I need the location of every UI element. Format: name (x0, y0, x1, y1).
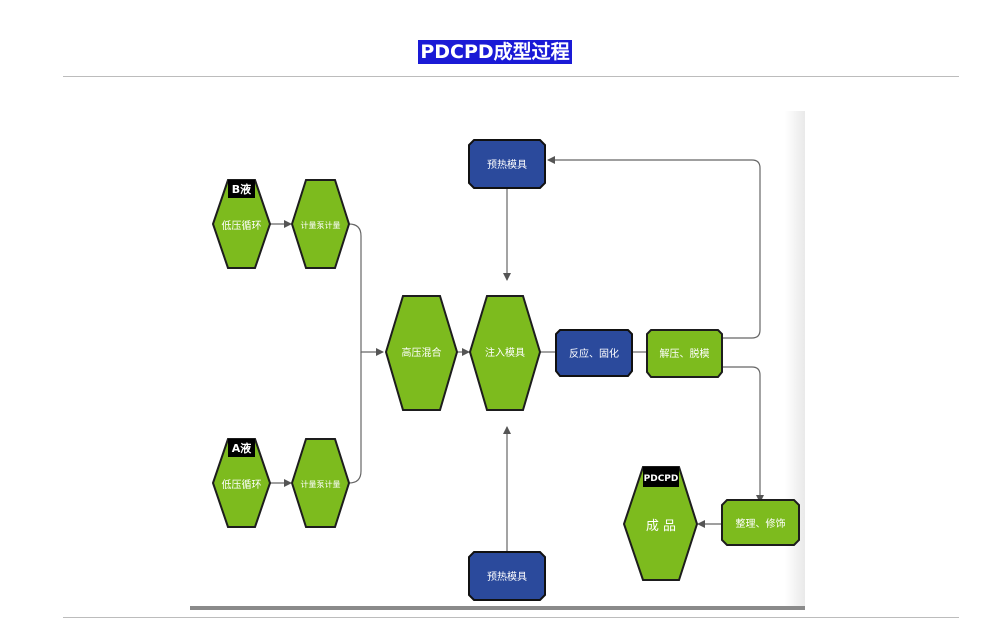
tag-b-liquid (228, 180, 255, 198)
label-preheat-mold-top: 预热模具 (487, 158, 527, 171)
box-release-demold (646, 329, 723, 378)
title-container: PDCPD成型过程 (0, 40, 990, 64)
tag-pdcpd (643, 467, 679, 487)
tag-b-liquid-text: B液 (232, 182, 252, 196)
top-divider (63, 76, 959, 77)
label-inject-mold: 注入模具 (485, 346, 525, 359)
label-a-meter-pump: 计量泵计量 (301, 479, 341, 489)
box-preheat-mold-bottom (468, 551, 546, 601)
hex-a-meter-pump (290, 438, 351, 528)
diagram-panel-shade (785, 111, 805, 610)
hex-high-pressure-mix (384, 295, 459, 411)
label-release-demold: 解压、脱模 (660, 347, 710, 360)
arrow-b-pump-to-mix (348, 223, 384, 356)
tag-a-liquid (228, 439, 255, 457)
arrow-a-pump-to-mix (348, 352, 362, 484)
tag-pdcpd-text: PDCPD (644, 474, 679, 484)
arrow-release-to-preheat-top (547, 156, 761, 339)
connectors (270, 156, 764, 552)
hex-b-meter-pump (290, 179, 351, 269)
label-react-cure: 反应、固化 (569, 347, 619, 360)
arrow-release-to-trim (722, 366, 764, 503)
label-a-low-pressure: 低压循环 (222, 478, 262, 491)
label-high-pressure-mix: 高压混合 (402, 346, 442, 359)
box-react-cure (555, 329, 633, 377)
label-preheat-mold-bottom: 预热模具 (487, 570, 527, 583)
tag-a-liquid-text: A液 (232, 441, 253, 455)
label-b-low-pressure: 低压循环 (222, 219, 262, 232)
page-title: PDCPD成型过程 (418, 40, 572, 64)
label-trim-finish: 整理、修饰 (736, 517, 786, 530)
label-b-meter-pump: 计量泵计量 (301, 220, 341, 230)
bottom-divider (63, 617, 959, 618)
hex-inject-mold (468, 295, 542, 411)
label-finished-product: 成 品 (646, 519, 676, 534)
box-preheat-mold-top (468, 139, 546, 189)
box-trim-finish (721, 499, 800, 546)
diagram-panel-bottom-edge (190, 606, 805, 610)
